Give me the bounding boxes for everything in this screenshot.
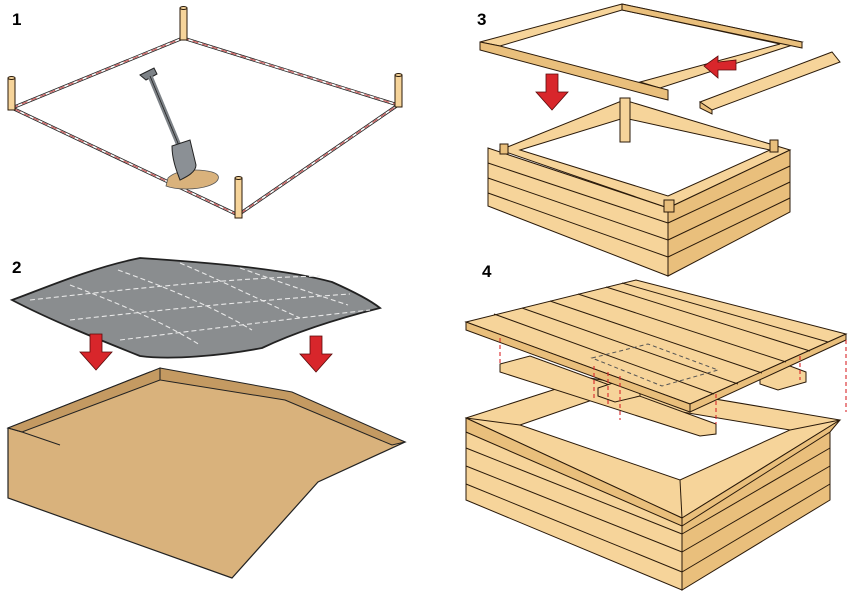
fabric-seams [29, 262, 371, 346]
stakes [7, 6, 403, 219]
arrow-down-icon [299, 335, 333, 373]
step-3-label: 3 [477, 10, 487, 29]
geotextile-sheet [9, 257, 382, 359]
step-2-lining-pit [6, 257, 407, 579]
arrow-left-icon [703, 55, 737, 79]
sandbox-with-frame [464, 377, 842, 591]
step-3-box-assembly [479, 3, 841, 277]
sandbox-box [487, 97, 792, 277]
lid-boards [464, 279, 848, 413]
shovel-icon [139, 67, 197, 181]
alignment-lines [499, 338, 847, 424]
hidden-batten-outline [590, 343, 720, 387]
step-1-label: 1 [12, 10, 22, 29]
string-outline [10, 36, 400, 217]
top-frame [479, 3, 841, 115]
step-4-label: 4 [482, 262, 492, 281]
step-2-label: 2 [12, 258, 22, 277]
step-4-lid-assembly [464, 279, 848, 591]
arrow-down-icon [535, 73, 569, 111]
arrow-down-icon [79, 333, 113, 371]
step-1-staking-out [7, 6, 403, 219]
dug-pit [6, 367, 407, 579]
